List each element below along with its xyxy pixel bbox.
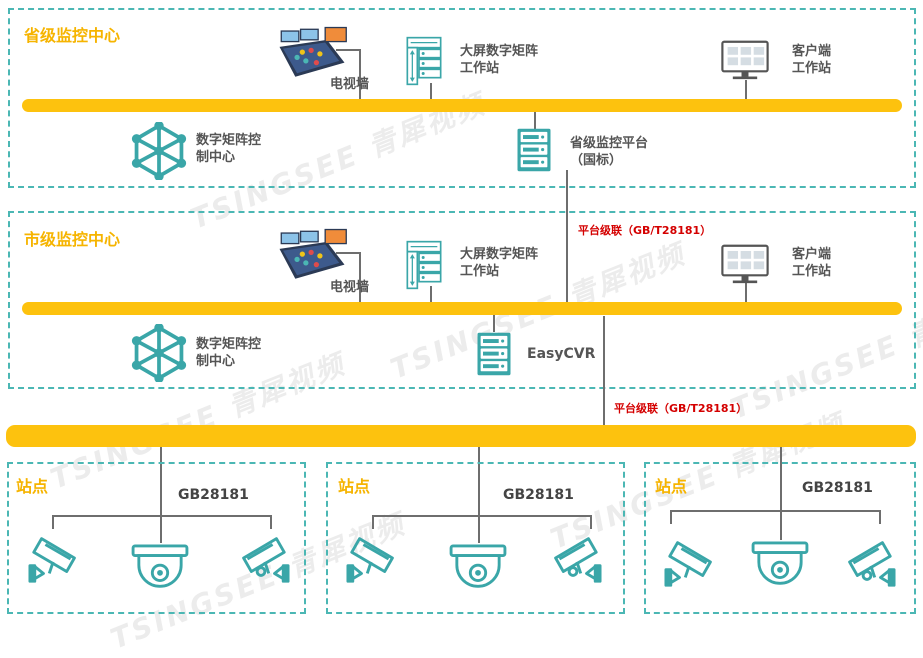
matrix-workstation-label: 大屏数字矩阵 工作站	[460, 44, 539, 76]
city-title: 市级监控中心	[24, 230, 121, 249]
connector-line	[359, 49, 361, 102]
client-workstation-label: 客户端 工作站	[792, 247, 832, 279]
camera-branch	[879, 510, 881, 524]
easycvr-label: EasyCVR	[527, 346, 596, 362]
client-workstation-label: 客户端 工作站	[792, 44, 832, 76]
city-bus	[22, 302, 902, 315]
matrix-control-label: 数字矩阵控 制中心	[196, 133, 262, 165]
connector-line	[430, 286, 432, 304]
site-connector	[478, 447, 480, 515]
site-title: 站点	[655, 477, 688, 496]
connector-line	[336, 252, 360, 254]
tv-wall-icon	[278, 26, 347, 78]
camera-branch	[670, 510, 880, 512]
province-bus	[22, 99, 902, 112]
cascade-label: 平台级联（GB/T28181）	[614, 402, 748, 415]
easycvr-server-icon	[477, 332, 511, 376]
cascade-line	[566, 170, 568, 308]
dome-camera-icon	[751, 541, 809, 585]
site-panel	[326, 462, 625, 614]
camera-branch	[52, 515, 271, 517]
bullet-camera-icon	[848, 541, 896, 587]
matrix-control-icon	[130, 122, 188, 180]
camera-branch	[478, 515, 480, 543]
site-connector	[780, 447, 782, 510]
city-panel	[8, 211, 916, 389]
connector-line	[493, 314, 495, 332]
province-panel	[8, 8, 916, 188]
matrix-workstation-icon	[406, 36, 442, 86]
camera-branch	[590, 515, 592, 529]
site-protocol: GB28181	[178, 487, 249, 503]
matrix-workstation-icon	[406, 240, 442, 290]
province-title: 省级监控中心	[24, 26, 121, 45]
tv-wall-label: 电视墙	[330, 77, 370, 92]
site-panel	[644, 462, 916, 614]
bullet-camera-icon	[346, 537, 394, 583]
dome-camera-icon	[131, 544, 189, 588]
client-monitor-icon	[721, 40, 769, 80]
bullet-camera-icon	[28, 537, 76, 583]
camera-branch	[372, 515, 374, 529]
matrix-workstation-label: 大屏数字矩阵 工作站	[460, 247, 539, 279]
cascade-label: 平台级联（GB/T28181）	[578, 224, 712, 237]
dome-camera-icon	[449, 544, 507, 588]
cascade-line	[603, 316, 605, 426]
camera-branch	[780, 510, 782, 540]
site-protocol: GB28181	[802, 480, 873, 496]
camera-branch	[52, 515, 54, 529]
site-title: 站点	[338, 477, 371, 496]
matrix-control-icon	[130, 324, 188, 382]
connector-line	[745, 283, 747, 304]
site-title: 站点	[16, 477, 49, 496]
connector-line	[430, 83, 432, 102]
tv-wall-label: 电视墙	[330, 280, 370, 295]
camera-branch	[670, 510, 672, 524]
site-bus	[6, 425, 916, 447]
bullet-camera-icon	[554, 537, 602, 583]
camera-branch	[372, 515, 591, 517]
site-protocol: GB28181	[503, 487, 574, 503]
camera-branch	[270, 515, 272, 529]
connector-line	[336, 49, 360, 51]
site-connector	[160, 447, 162, 515]
tv-wall-icon	[278, 228, 347, 280]
province-platform-label: 省级监控平台 （国标）	[570, 136, 649, 168]
connector-line	[359, 252, 361, 304]
bullet-camera-icon	[664, 541, 712, 587]
connector-line	[534, 112, 536, 130]
camera-branch	[160, 515, 162, 543]
connector-line	[745, 80, 747, 102]
matrix-control-label: 数字矩阵控 制中心	[196, 337, 262, 369]
site-panel	[7, 462, 306, 614]
client-monitor-icon	[721, 244, 769, 284]
bullet-camera-icon	[242, 537, 290, 583]
platform-server-icon	[517, 128, 551, 172]
